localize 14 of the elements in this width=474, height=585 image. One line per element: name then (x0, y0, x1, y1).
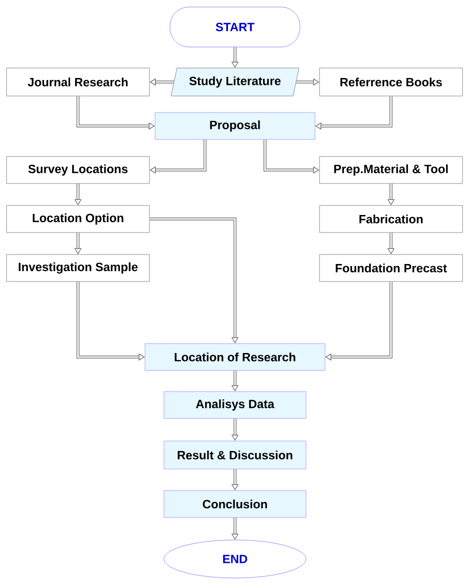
process-box: Result & Discussion (164, 440, 306, 470)
process-box: Prep.Material & Tool (319, 156, 463, 184)
process-box: Conclusion (164, 490, 306, 518)
process-box: Fabrication (319, 205, 463, 233)
process-box: Referrence Books (319, 68, 463, 96)
process-box: Foundation Precast (319, 254, 463, 282)
process-box: Proposal (154, 112, 316, 140)
process-box: Investigation Sample (6, 254, 150, 282)
input-parallelogram: Study Literature (170, 68, 300, 96)
process-box: Survey Locations (6, 156, 150, 184)
process-box: Analisys Data (164, 391, 306, 419)
process-box: Location Option (6, 205, 150, 233)
process-box: Location of Research (144, 343, 326, 371)
process-box: Journal Research (6, 68, 150, 96)
